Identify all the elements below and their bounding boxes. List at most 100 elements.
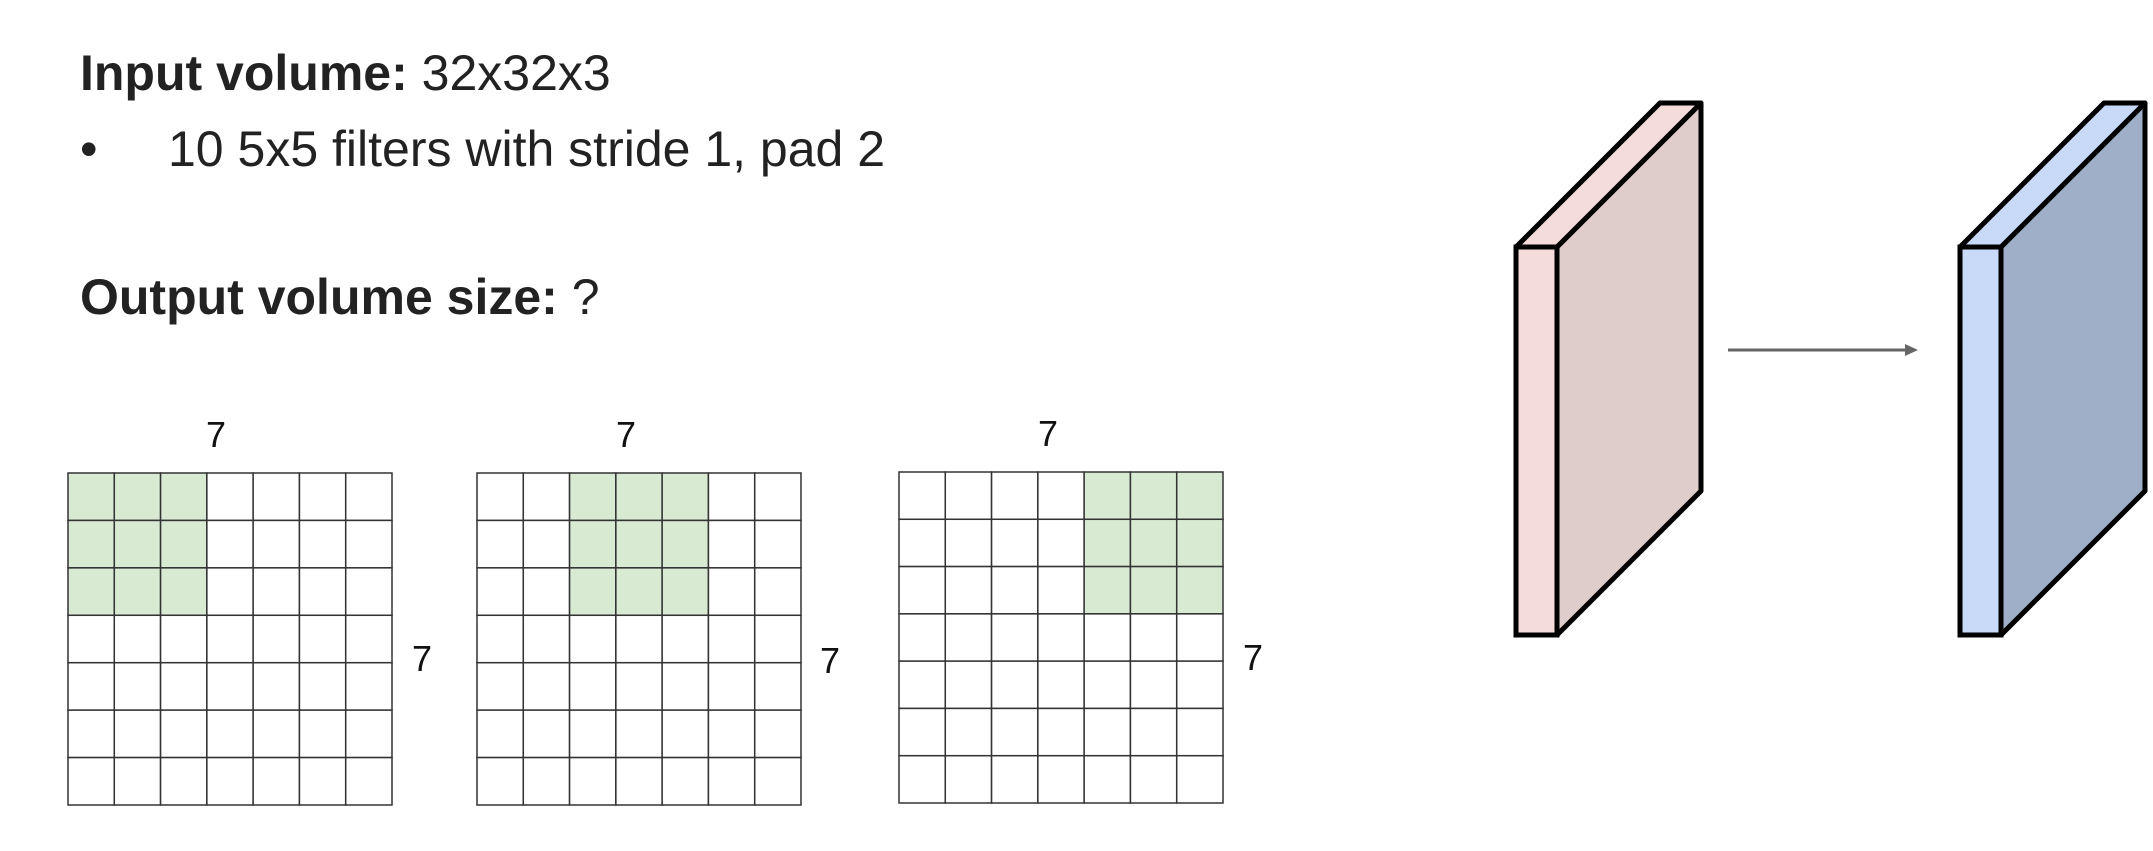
grid-cell — [113, 614, 162, 664]
grid-cell-highlighted — [1175, 471, 1224, 521]
output-volume-value: ? — [571, 269, 600, 325]
grid-cell — [252, 472, 301, 522]
grid-cell — [298, 519, 347, 569]
grid-cell-highlighted — [568, 567, 617, 617]
grid-cell — [753, 472, 802, 522]
grid-cell — [944, 707, 993, 757]
grid-cell — [1129, 613, 1178, 662]
grid-cell — [990, 613, 1039, 662]
grid-cell-highlighted — [113, 567, 162, 617]
grid-cell — [206, 756, 254, 806]
grid-cell — [476, 661, 525, 711]
grid-cell — [67, 709, 116, 759]
grid-cell — [206, 614, 254, 664]
grid-cell — [159, 661, 208, 711]
grid-cell — [159, 614, 208, 664]
grid-cell — [1037, 518, 1085, 568]
grid-cell — [568, 661, 617, 711]
grid-cells — [67, 472, 393, 806]
grid-cell — [898, 754, 947, 804]
grid-cell — [113, 661, 162, 711]
grid-cell — [1175, 754, 1224, 804]
grid-3-width-label: 7 — [1038, 413, 1059, 454]
grid-position-3 — [898, 471, 1224, 809]
filter-bullet-line: • 10 5x5 filters with stride 1, pad 2 — [80, 120, 885, 178]
grid-cell — [1083, 660, 1132, 710]
grid-cell — [1129, 754, 1178, 804]
output-volume — [1957, 100, 2148, 638]
output-volume-label: Output volume size: — [80, 269, 558, 325]
grid-cell — [753, 519, 802, 569]
grid-cell-highlighted — [1083, 565, 1132, 615]
grid-cell — [476, 519, 525, 569]
grid-cell-highlighted — [615, 472, 663, 522]
grid-cell — [206, 567, 254, 617]
grid-cell — [753, 756, 802, 806]
grid-1-height-label: 7 — [412, 638, 433, 679]
grid-cell — [898, 707, 947, 757]
grid-cell — [344, 756, 393, 806]
grid-cell — [113, 709, 162, 759]
grid-cell-highlighted — [615, 567, 663, 617]
grid-2-width-label: 7 — [616, 414, 637, 455]
grid-cell — [159, 709, 208, 759]
grid-cell — [476, 709, 525, 759]
bullet-icon: • — [80, 121, 98, 177]
grid-cell-highlighted — [1129, 518, 1178, 568]
grid-cell — [298, 756, 347, 806]
grid-cell-highlighted — [568, 519, 617, 569]
output-volume-line: Output volume size: ? — [80, 268, 600, 326]
grid-cell — [753, 709, 802, 759]
grid-cell — [298, 472, 347, 522]
grid-cell — [252, 519, 301, 569]
grid-cells — [476, 472, 802, 806]
grid-cell — [252, 661, 301, 711]
grid-cell — [252, 756, 301, 806]
grid-cell-highlighted — [113, 519, 162, 569]
input-volume-line: Input volume: 32x32x3 — [80, 44, 611, 102]
grid-cell — [298, 709, 347, 759]
grid-cell — [1175, 660, 1224, 710]
grid-cell-highlighted — [1175, 518, 1224, 568]
grid-cell — [522, 567, 571, 617]
grid-cells — [898, 471, 1224, 804]
grid-cell-highlighted — [661, 567, 710, 617]
grid-cell — [206, 472, 254, 522]
grid-cell — [568, 756, 617, 806]
grid-cell — [1083, 613, 1132, 662]
grid-cell-highlighted — [1083, 471, 1132, 521]
grid-1-width-label: 7 — [206, 414, 227, 455]
input-volume-value: 32x32x3 — [421, 45, 611, 101]
grid-cell — [1175, 613, 1224, 662]
grid-cell — [1037, 754, 1085, 804]
grid-cell — [944, 754, 993, 804]
grid-cell — [344, 709, 393, 759]
grid-cell — [944, 565, 993, 615]
grid-cell — [707, 472, 756, 522]
grid-cell — [159, 756, 208, 806]
grid-2-height-label: 7 — [820, 640, 841, 681]
grid-position-2 — [476, 472, 802, 811]
grid-cell — [707, 614, 756, 664]
grid-cell — [298, 614, 347, 664]
grid-cell — [1083, 754, 1132, 804]
grid-cell — [990, 754, 1039, 804]
grid-cell-highlighted — [568, 472, 617, 522]
grid-cell — [113, 756, 162, 806]
grid-cell — [615, 661, 663, 711]
grid-cell — [615, 614, 663, 664]
grid-cell — [944, 660, 993, 710]
grid-cell — [522, 661, 571, 711]
input-volume — [1513, 100, 1704, 638]
grid-cell — [898, 660, 947, 710]
input-volume-front-face — [1513, 244, 1560, 638]
filter-description: 10 5x5 filters with stride 1, pad 2 — [168, 121, 886, 177]
grid-position-1 — [67, 472, 393, 811]
input-volume-label: Input volume: — [80, 45, 408, 101]
arrow-head-icon — [1905, 344, 1918, 356]
grid-3-height-label: 7 — [1243, 637, 1264, 678]
grid-cell — [522, 519, 571, 569]
transform-arrow — [1728, 344, 1918, 356]
grid-cell — [1129, 707, 1178, 757]
